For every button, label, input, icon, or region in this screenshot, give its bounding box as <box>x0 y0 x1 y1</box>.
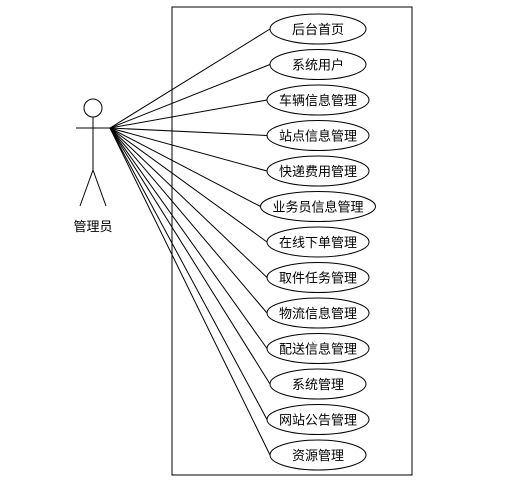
association-line <box>109 127 261 207</box>
use-case-ellipse <box>269 368 367 400</box>
association-line <box>109 127 271 385</box>
use-case-label: 系统用户 <box>292 58 344 74</box>
use-case-label: 在线下单管理 <box>279 236 357 251</box>
use-case-ellipse <box>266 262 370 293</box>
association-line <box>109 127 268 278</box>
use-case-label: 后台首页 <box>292 23 344 38</box>
use-case: 配送信息管理 <box>266 333 370 364</box>
association-line <box>109 127 268 420</box>
use-case: 业务员信息管理 <box>260 191 376 222</box>
association-lines <box>109 28 271 456</box>
use-case: 资源管理 <box>269 439 367 471</box>
use-case: 后台首页 <box>269 13 367 45</box>
use-case: 站点信息管理 <box>266 120 370 151</box>
use-case-ellipse <box>266 404 370 435</box>
use-case-label: 站点信息管理 <box>279 129 357 145</box>
use-case-ellipse <box>269 49 367 80</box>
use-case-label: 车辆信息管理 <box>279 93 357 109</box>
use-case-label: 取件任务管理 <box>279 271 357 287</box>
association-line <box>109 127 271 456</box>
use-case-ellipse <box>260 191 376 222</box>
association-line <box>109 127 268 243</box>
use-case: 在线下单管理 <box>266 226 370 258</box>
use-case-ellipse <box>266 155 370 187</box>
use-case: 快递费用管理 <box>266 155 370 187</box>
actor-left-leg <box>79 169 94 207</box>
use-case-label: 配送信息管理 <box>279 342 357 358</box>
actor-label: 管理员 <box>73 220 112 235</box>
use-cases: 后台首页系统用户车辆信息管理站点信息管理快递费用管理业务员信息管理在线下单管理取… <box>260 13 376 471</box>
association-line <box>109 127 268 314</box>
use-case: 车辆信息管理 <box>266 84 370 116</box>
association-line <box>109 64 271 129</box>
use-case-ellipse <box>266 333 370 364</box>
use-case: 系统用户 <box>269 49 367 80</box>
use-case: 物流信息管理 <box>266 297 370 329</box>
use-case-ellipse <box>266 297 370 329</box>
use-case-label: 系统管理 <box>292 378 344 393</box>
association-line <box>109 127 268 172</box>
actor-head <box>83 98 103 118</box>
association-line <box>109 99 268 129</box>
use-case-label: 业务员信息管理 <box>272 200 363 216</box>
use-case-ellipse <box>266 226 370 258</box>
association-line <box>109 28 271 129</box>
use-case-label: 快递费用管理 <box>279 165 357 180</box>
use-case-label: 资源管理 <box>292 449 344 464</box>
use-case: 系统管理 <box>269 368 367 400</box>
use-case-ellipse <box>266 84 370 116</box>
association-line <box>109 127 268 136</box>
use-case-ellipse <box>269 439 367 471</box>
use-case-label: 物流信息管理 <box>279 306 357 322</box>
actor-admin: 管理员 <box>73 98 113 235</box>
actor-right-leg <box>92 169 107 207</box>
association-line <box>109 127 268 349</box>
use-case: 网站公告管理 <box>266 404 370 435</box>
use-case-label: 网站公告管理 <box>279 414 357 429</box>
use-case: 取件任务管理 <box>266 262 370 293</box>
use-case-ellipse <box>266 120 370 151</box>
use-case-ellipse <box>269 13 367 45</box>
